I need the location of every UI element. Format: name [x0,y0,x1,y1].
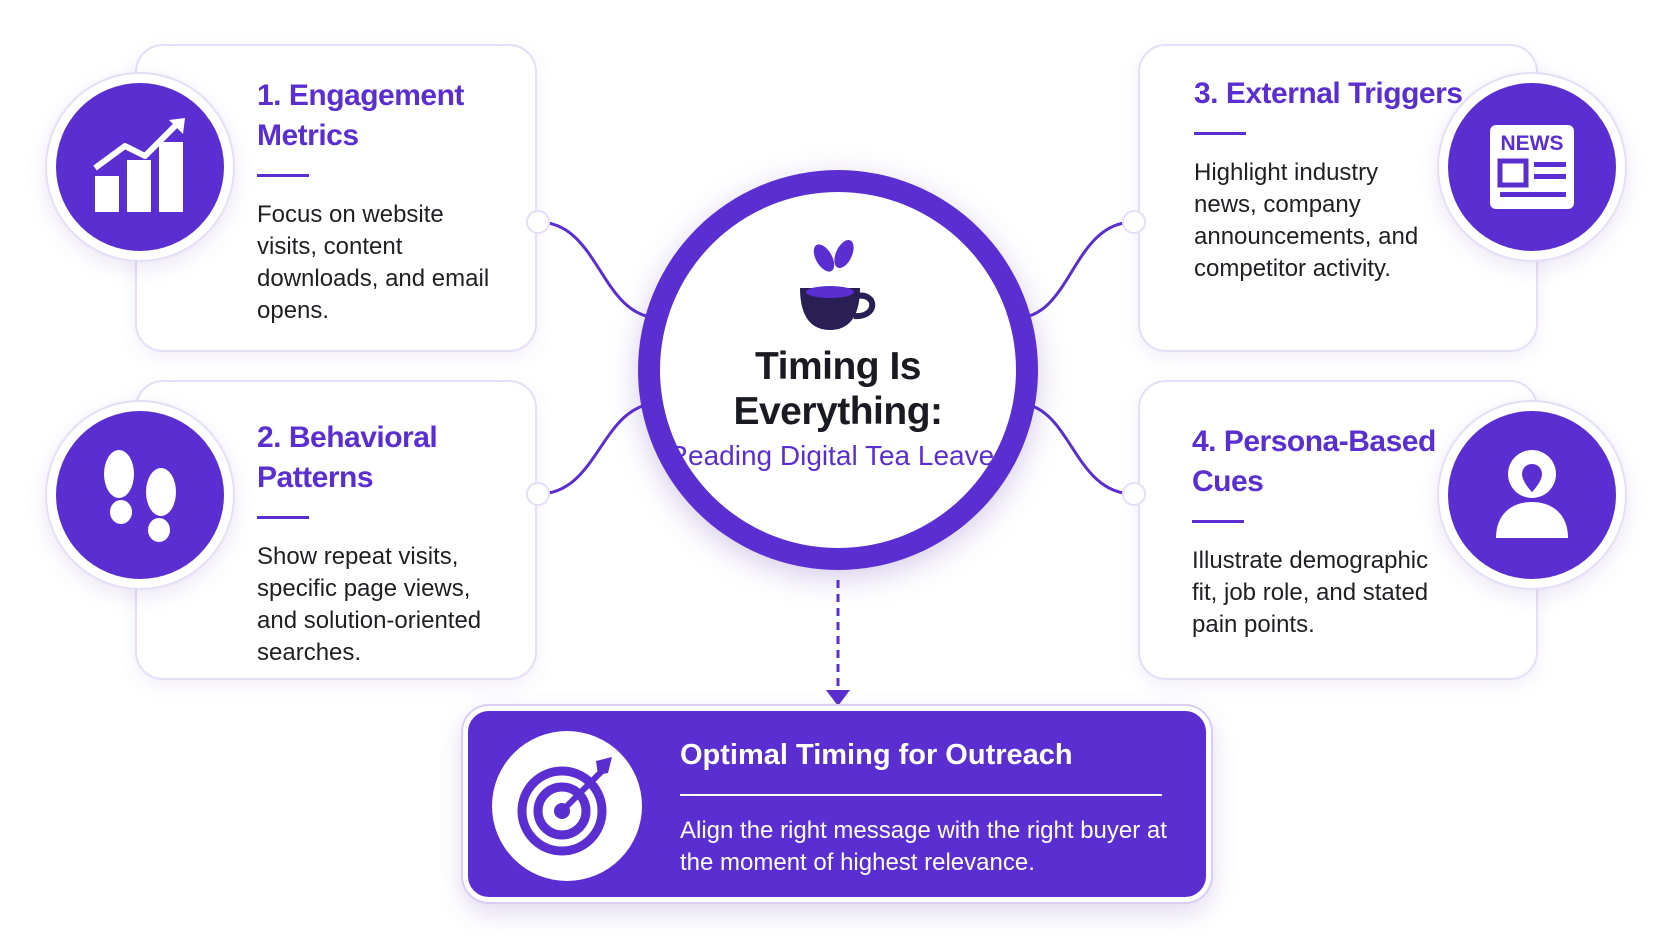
icon-badge-persona [1437,400,1627,590]
center-hub: Timing Is Everything: Reading Digital Te… [638,170,1038,570]
news-label: NEWS [1501,132,1564,155]
outcome-divider [680,794,1162,796]
card-divider [257,516,309,519]
icon-badge-engagement [45,72,235,262]
bar-chart-arrow-icon [93,118,185,212]
connector-node [1122,210,1146,234]
card-title: 1. Engagement Metrics [257,79,464,152]
tea-cup-icon [800,239,876,330]
card-title: 4. Persona-Based Cues [1192,425,1436,498]
card-body: Focus on website visits, content downloa… [257,201,490,324]
person-icon [1496,450,1568,538]
connector-node [526,210,550,234]
connector-node [1122,482,1146,506]
card-title: 3. External Triggers [1194,77,1463,110]
card-body: Highlight industry news, company announc… [1194,159,1419,282]
arrow-head-outcome [826,690,850,706]
card-title: 2. Behavioral Patterns [257,421,438,494]
card-body: Illustrate demographic fit, job role, an… [1192,547,1429,638]
card-divider [1192,520,1244,523]
target-badge [492,731,642,881]
card-body: Show repeat visits, specific page views,… [257,543,482,666]
footprints-icon [104,450,176,542]
center-title: Timing Is Everything: [733,345,943,433]
icon-badge-external: NEWS [1437,72,1627,262]
connector-node [526,482,550,506]
connector-card-3 [1015,220,1135,320]
center-subtitle: Reading Digital Tea Leaves [667,440,1009,471]
card-divider [1194,132,1246,135]
connector-card-1 [537,220,661,320]
target-dart-icon [517,757,612,856]
connector-card-4 [1015,401,1135,496]
icon-badge-behavioral [45,400,235,590]
outcome-box: Optimal Timing for Outreach Align the ri… [463,706,1211,902]
card-divider [257,174,309,177]
outcome-title: Optimal Timing for Outreach [680,739,1073,771]
newspaper-icon: NEWS [1490,125,1574,209]
center-hub-inner: Timing Is Everything: Reading Digital Te… [660,192,1016,548]
outcome-body: Align the right message with the right b… [680,817,1167,876]
